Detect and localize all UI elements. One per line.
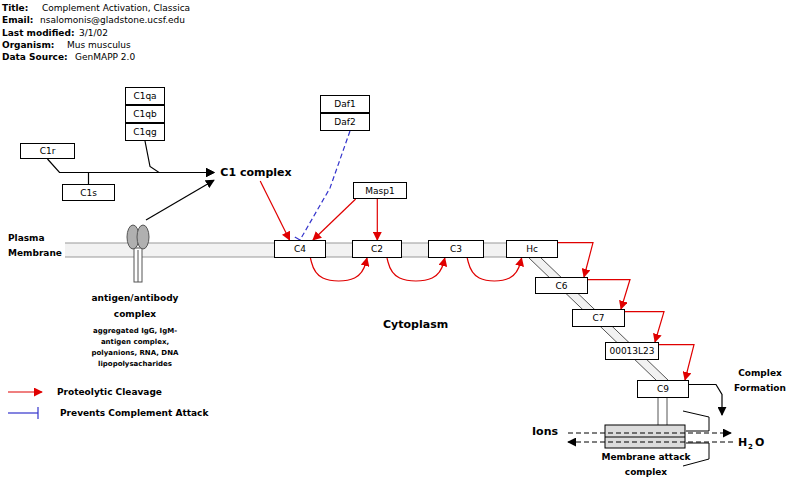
gene-box: C1qa xyxy=(125,87,165,105)
binding-arrow xyxy=(48,159,215,173)
binding-arrow xyxy=(689,385,722,416)
node-label: Hc xyxy=(526,244,538,254)
annotation-label: H xyxy=(738,436,747,449)
cleavage-arrow xyxy=(387,258,445,281)
gene-box: C6 xyxy=(535,277,588,294)
complex-label: C1 complex xyxy=(214,164,298,181)
node-note: aggregated IgG, IgM-antigen complex, pol… xyxy=(80,326,190,370)
gene-box: C1s xyxy=(62,184,115,201)
node-label: Daf2 xyxy=(334,117,355,127)
gene-box: C7 xyxy=(572,309,625,327)
legend-entry: Prevents Complement Attack xyxy=(60,407,208,419)
header-field: Organism: xyxy=(2,40,54,51)
gene-box: C1qb xyxy=(125,105,165,123)
header-field: Last modified: xyxy=(2,28,75,39)
cleavage-arrow xyxy=(467,258,521,281)
header-field: GenMAPP 2.0 xyxy=(75,52,135,63)
binding-arrow xyxy=(145,141,214,173)
legend-entry: Proteolytic Cleavage xyxy=(57,386,162,398)
cleavage-arrow xyxy=(588,280,630,309)
cleavage-arrow xyxy=(625,312,664,342)
header-field: Data Source: xyxy=(2,52,68,63)
binding-arrow xyxy=(146,180,214,220)
node-label: C6 xyxy=(555,281,567,291)
node-label: C1qg xyxy=(133,127,156,137)
gene-box: Hc xyxy=(506,240,558,258)
node-label: antigen/antibody complex xyxy=(90,290,180,322)
cleavage-arrow xyxy=(260,181,289,240)
annotation-label: Complex Formation xyxy=(730,366,790,396)
gene-box: Daf1 xyxy=(320,95,370,113)
cleavage-arrow xyxy=(313,199,356,240)
annotation-label: O xyxy=(755,436,764,449)
node-label: Daf1 xyxy=(334,99,355,109)
node-label: Masp1 xyxy=(365,186,394,196)
gene-box: C1r xyxy=(20,143,75,159)
header-field: Title: xyxy=(2,3,28,14)
header-field: 3/1/02 xyxy=(79,28,108,39)
node-label: C3 xyxy=(450,244,462,254)
node-label: C1r xyxy=(40,146,56,156)
antibody-icon xyxy=(127,225,149,282)
cleavage-arrow xyxy=(310,258,367,281)
node-label: C7 xyxy=(592,313,604,323)
annotation-label: Plasma Membrane xyxy=(8,231,68,261)
cleavage-arrow xyxy=(377,199,378,240)
binding-arrow xyxy=(89,173,215,185)
antigen-complex: antigen/antibody complex aggregated IgG, … xyxy=(80,220,190,370)
node-label: C9 xyxy=(657,384,669,394)
pathway-title: Complement Activation, Classica xyxy=(42,3,190,14)
gene-box: Daf2 xyxy=(320,113,370,131)
node-label: C4 xyxy=(294,244,306,254)
cleavage-arrow xyxy=(659,345,694,380)
node-label: Membrane attack complex xyxy=(600,450,692,480)
annotation-label: 2 xyxy=(748,443,753,452)
node-label: C2 xyxy=(371,244,383,254)
gene-box: C1qg xyxy=(125,123,165,141)
header-field: nsalomonis@gladstone.ucsf.edu xyxy=(40,15,185,26)
annotation-label: Cytoplasm xyxy=(383,318,448,331)
membrane-attack-complex: Membrane attack complex xyxy=(598,415,738,482)
node-label: C1qa xyxy=(133,91,156,101)
gene-box: C3 xyxy=(428,240,484,258)
gene-box: C4 xyxy=(274,240,326,258)
gene-box: C2 xyxy=(352,240,402,258)
cleavage-arrow xyxy=(558,243,593,277)
node-label: C1 complex xyxy=(220,166,291,179)
gene-box: Masp1 xyxy=(353,182,407,199)
plasma-membrane xyxy=(65,243,668,425)
gene-box: 00013L23 xyxy=(605,342,659,360)
header-field: Email: xyxy=(2,15,33,26)
gene-box: C9 xyxy=(637,380,689,398)
node-label: C1s xyxy=(80,188,97,198)
inhibition-line xyxy=(300,131,350,240)
header-field: Mus musculus xyxy=(67,40,131,51)
legend-samples xyxy=(8,392,42,413)
annotation-label: Ions xyxy=(532,425,558,438)
ion-flow-arrows xyxy=(568,433,733,442)
node-label: C1qb xyxy=(133,109,156,119)
node-label: 00013L23 xyxy=(609,346,654,356)
